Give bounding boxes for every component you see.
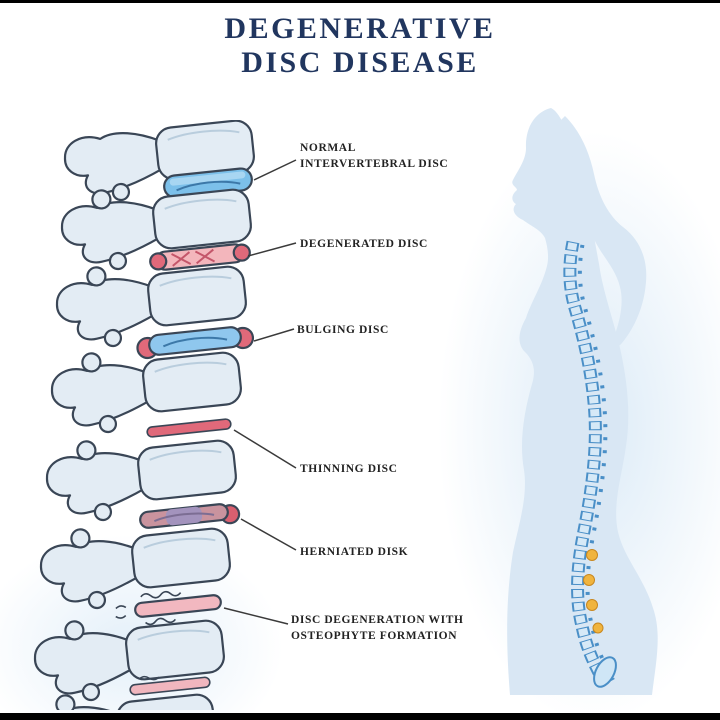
vertebra [45, 439, 237, 522]
label-degenerated-disc: DEGENERATED DISC [300, 238, 428, 250]
leader-line-herniated [240, 518, 297, 551]
leader-line-bulging [253, 328, 295, 342]
label-osteophyte-formation: DISC DEGENERATION WITH OSTEOPHYTE FORMAT… [291, 614, 464, 643]
leader-line-thinning [233, 429, 297, 469]
leader-line-normal [253, 159, 297, 181]
vertebra [60, 188, 252, 271]
page-title: DEGENERATIVE DISC DISEASE [0, 12, 720, 80]
herniated-disc [139, 503, 241, 529]
degenerated-disc [149, 243, 251, 271]
label-bulging-disc: BULGING DISC [297, 324, 389, 336]
top-border [0, 0, 720, 3]
bottom-border [0, 713, 720, 720]
vertebra [50, 351, 242, 434]
female-figure-illustration [507, 108, 658, 695]
vertebra-partial [24, 693, 216, 710]
figure-spine [563, 240, 617, 688]
lumbar-accent-dots [583, 549, 604, 634]
osteophyte-disc [115, 590, 222, 626]
sacrum-shape [593, 656, 617, 688]
spine-illustration [24, 120, 255, 710]
leader-line-osteophyte [223, 607, 289, 625]
thinning-disc [146, 418, 232, 438]
bulging-disc [136, 326, 255, 360]
vertebra [33, 619, 225, 702]
figure-ponytail [559, 116, 647, 347]
vertebra [39, 527, 231, 610]
title-line-1: DEGENERATIVE [224, 12, 496, 45]
leader-line-degenerated [247, 242, 297, 257]
label-normal-disc: NORMAL INTERVERTEBRAL DISC [300, 142, 449, 171]
title-line-2: DISC DISEASE [241, 46, 479, 79]
figure-body-silhouette [507, 108, 658, 695]
label-thinning-disc: THINNING DISC [300, 463, 398, 475]
vertebra [55, 265, 247, 348]
degenerated-disc-lower [129, 675, 211, 696]
label-herniated-disk: HERNIATED DISK [300, 546, 409, 558]
